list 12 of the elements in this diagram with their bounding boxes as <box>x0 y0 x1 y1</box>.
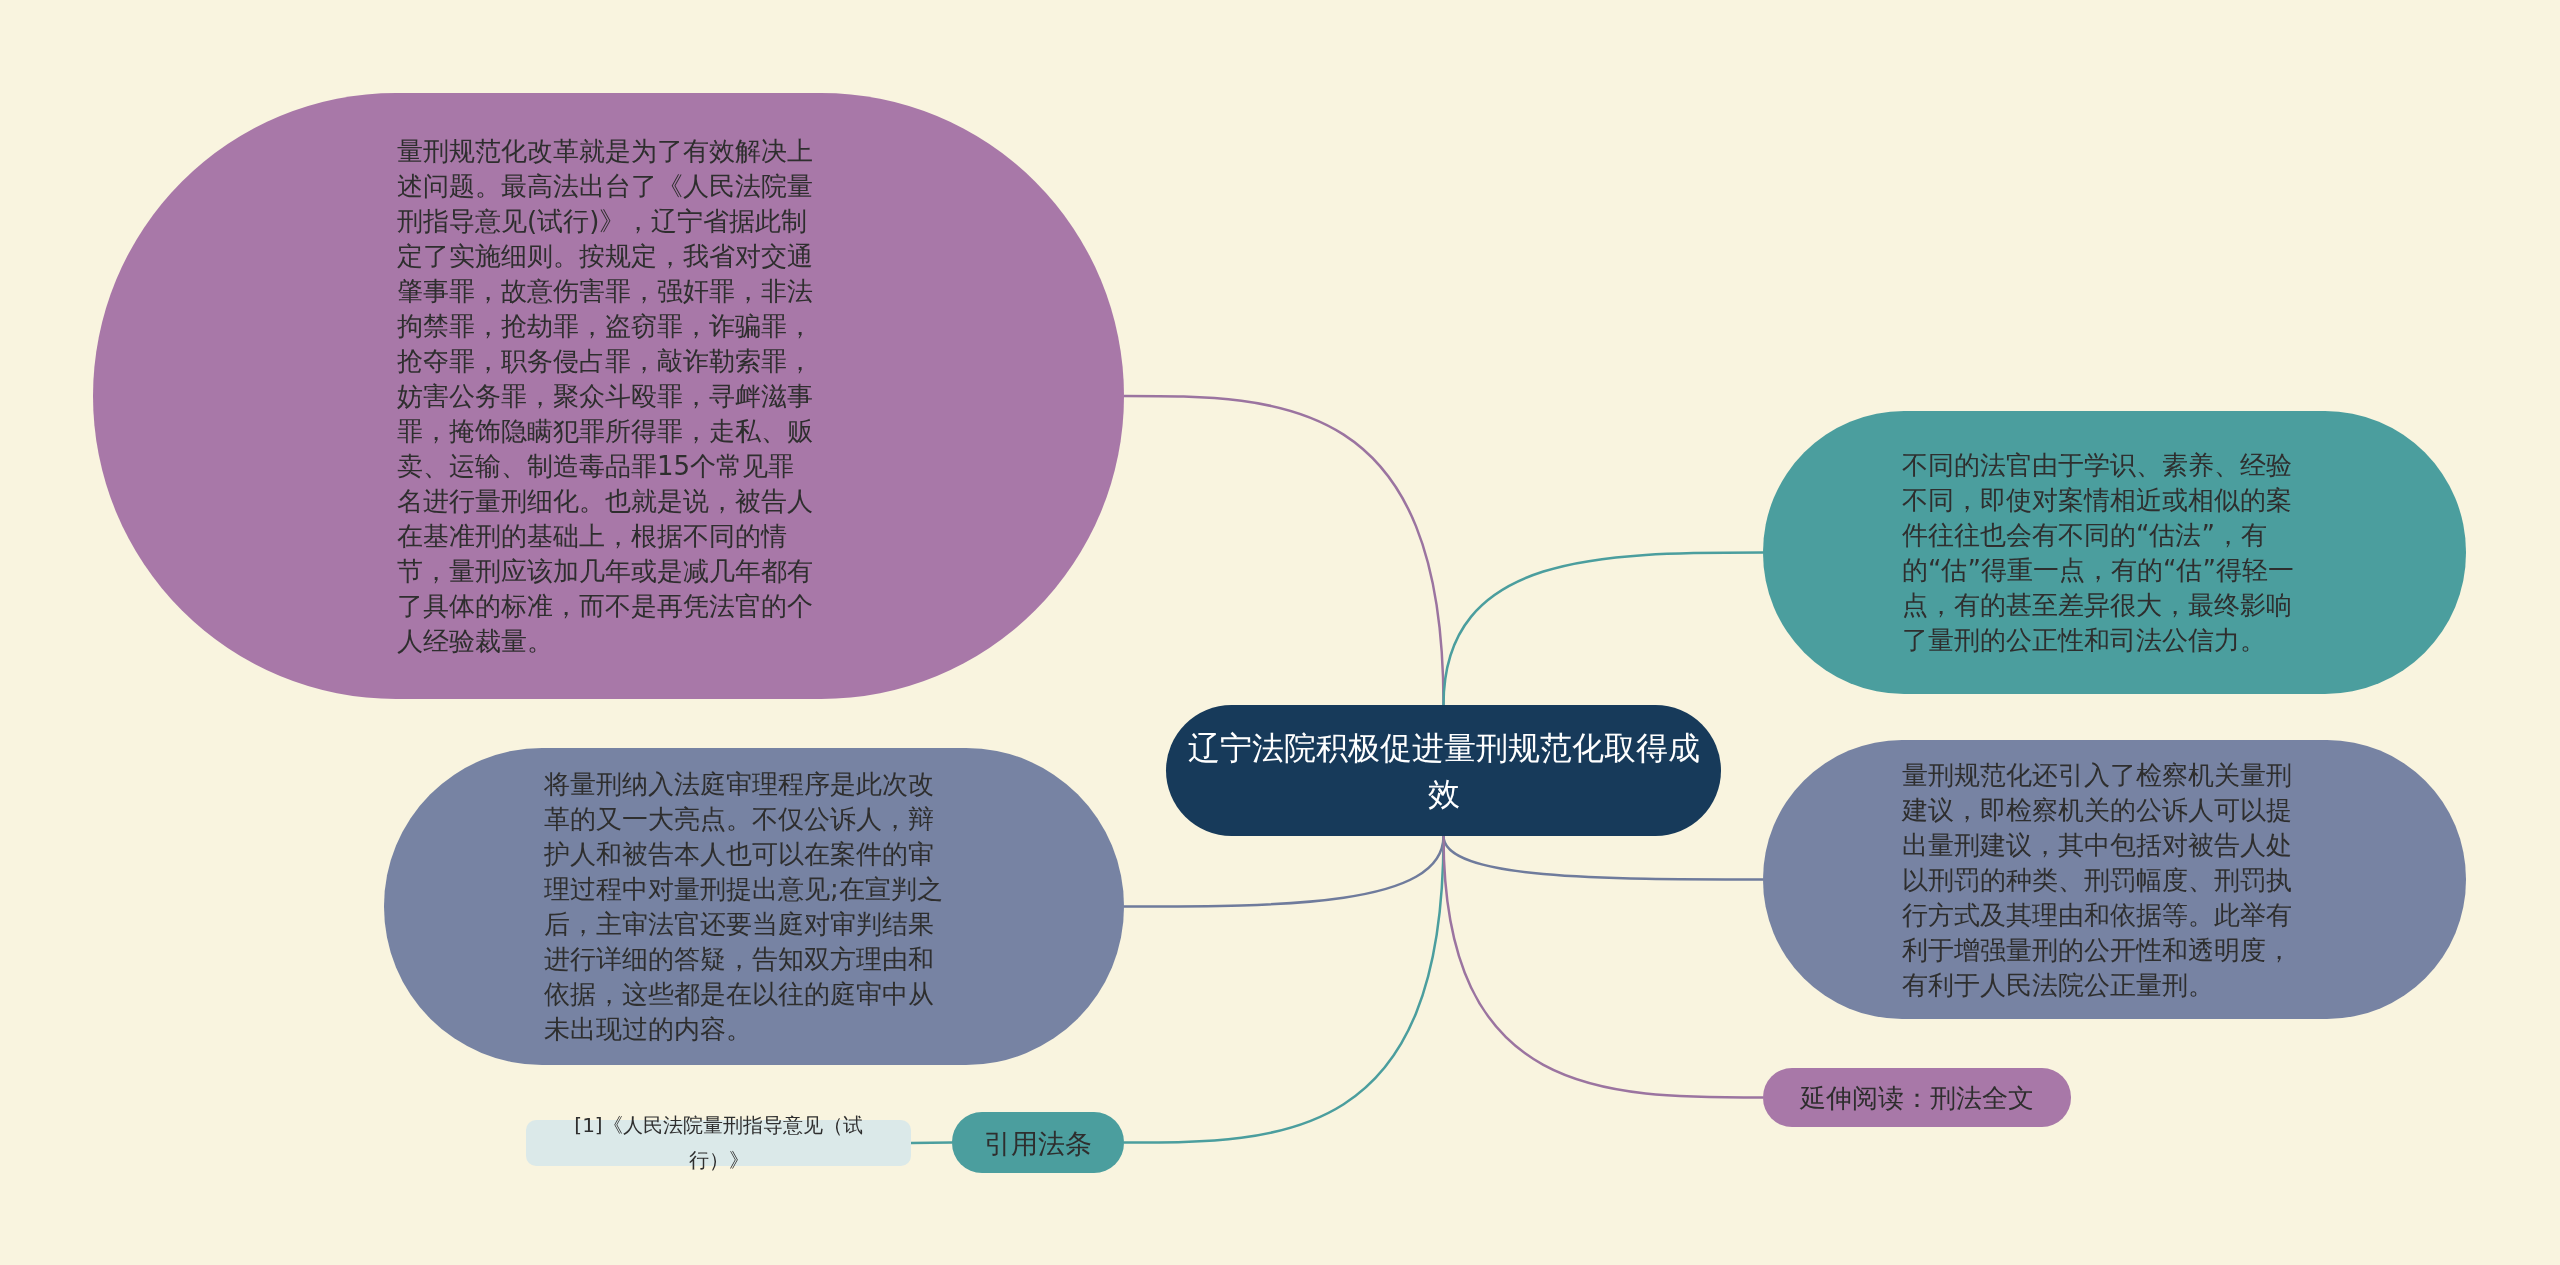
node-text: 延伸阅读：刑法全文 <box>1799 1081 2035 1114</box>
node-text: [1]《人民法院量刑指导意见（试行）》 <box>573 1112 864 1174</box>
connector-line <box>1442 551 1763 706</box>
connector-line <box>1442 835 1763 1099</box>
node-text: 量刑规范化改革就是为了有效解决上述问题。最高法出台了《人民法院量刑指导意见(试行)》，辽宁省据此制定了实施细则。按规定，我省对交通肇事罪，故意伤害罪，强奸罪，非法拘禁罪，抢劫罪，盗窃罪，诈骗罪，抢夺罪，职务侵占罪，敲诈勒索罪，妨害公务罪，聚众斗殴罪，寻衅滋事罪，掩饰隐瞒犯罪所得罪，走私、贩卖、运输、制造毒品罪15个常见罪名进行量刑细化。也就是说，被告人在基准刑的基础上，根据不同的情节，量刑应该加几年或是减几年都有了具体的标准，而不是再凭法官的个人经验裁量。 <box>397 134 814 658</box>
node-text: 量刑规范化还引入了检察机关量刑建议，即检察机关的公诉人可以提出量刑建议，其中包括对被告人处以刑罚的种类、刑罚幅度、刑罚执行方式及其理由和依据等。此举有利于增强量刑的公开性和透明度，有利于人民法院公正量刑。 <box>1902 758 2293 1001</box>
topic-pill <box>1763 1068 2071 1127</box>
node-text: 引用法条 <box>983 1126 1093 1160</box>
node-text: 将量刑纳入法庭审理程序是此次改革的又一大亮点。不仅公诉人，辩护人和被告本人也可以在案件的审理过程中对量刑提出意见;在宣判之后，主审法官还要当庭对审判结果进行详细的答疑，告知双方理由和依据，这些都是在以往的庭审中从未出现过的内容。 <box>544 767 944 1046</box>
node-text: 辽宁法院积极促进量刑规范化取得成效 <box>1186 727 1701 815</box>
connector-line <box>911 1141 952 1145</box>
node-text: 不同的法官由于学识、素养、经验不同，即使对案情相近或相似的案件往往也会有不同的“估法”，有的“估”得重一点，有的“估”得轻一点，有的甚至差异很大，最终影响了量刑的公正性和司法公信力。 <box>1902 448 2295 657</box>
